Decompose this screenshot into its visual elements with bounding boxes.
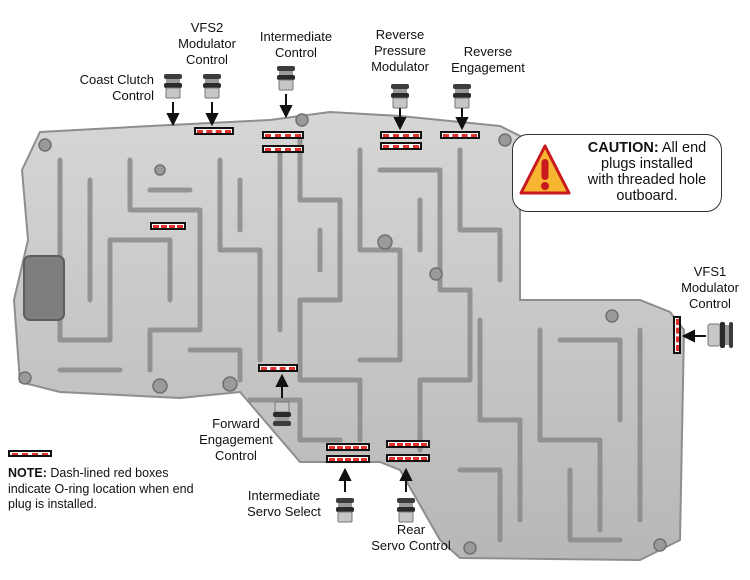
rear-servo-end-plug [397,498,415,523]
arrow-rear-servo [399,468,413,492]
label-reverse-engagement: Reverse Engagement [451,44,525,75]
vfs2-end-plug [203,74,221,99]
label-rear-servo-control: Rear Servo Control [371,522,451,553]
arrow-vfs1 [682,329,706,343]
reverse-pressure-end-plug [391,84,409,109]
caution-body: All end plugs installed with threaded ho… [587,140,707,204]
intermediate-end-plug [277,66,295,91]
label-reverse-pressure-modulator: Reverse Pressure Modulator [371,27,429,74]
oring-box-intermediate-upper [262,131,304,139]
arrow-reverse-engagement [455,108,469,130]
oring-box-rear-servo-upper [386,440,430,448]
note-block: NOTE: Dash-lined red boxes indicate O-ri… [8,450,198,513]
oring-box-reverse-pressure-upper [380,131,422,139]
vfs1-end-plug [707,322,733,348]
forward-engagement-end-plug [273,401,291,426]
arrow-forward-engagement [275,374,289,398]
caution-callout: CAUTION: All end plugs installed with th… [512,134,722,212]
note-body: Dash-lined red boxes indicate O-ring loc… [8,466,194,511]
oring-legend-box [8,450,52,457]
caution-text: CAUTION: All end plugs installed with th… [575,140,719,204]
oring-box-reverse-pressure-lower [380,142,422,150]
arrow-reverse-pressure [393,108,407,130]
oring-box-reverse-engagement [440,131,480,139]
label-vfs1-modulator-control: VFS1 Modulator Control [681,264,739,311]
coast-clutch-end-plug [164,74,182,99]
reverse-engagement-end-plug [453,84,471,109]
arrow-vfs2 [205,102,219,126]
label-intermediate-control: Intermediate Control [259,29,333,60]
arrow-coast-clutch [166,102,180,126]
oring-box-vfs2 [194,127,234,135]
warning-icon [519,144,571,195]
oring-box-rear-servo-lower [386,454,430,462]
label-forward-engagement-control: Forward Engagement Control [199,416,273,463]
arrow-intermediate [279,94,293,118]
label-vfs2-modulator-control: VFS2 Modulator Control [178,20,236,67]
oring-box-vfs1 [673,316,681,354]
oring-box-intermediate-lower [262,145,304,153]
oring-box-forward-engagement [258,364,298,372]
intermediate-servo-end-plug [336,498,354,523]
label-intermediate-servo-select: Intermediate Servo Select [247,488,321,519]
label-coast-clutch-control: Coast Clutch Control [79,72,154,103]
oring-box-intermediate-servo-lower [326,455,370,463]
oring-box-intermediate-servo-upper [326,443,370,451]
note-heading: NOTE: [8,466,47,480]
arrow-intermediate-servo [338,468,352,492]
caution-heading: CAUTION: [587,140,659,156]
oring-box-coast-clutch [150,222,186,230]
